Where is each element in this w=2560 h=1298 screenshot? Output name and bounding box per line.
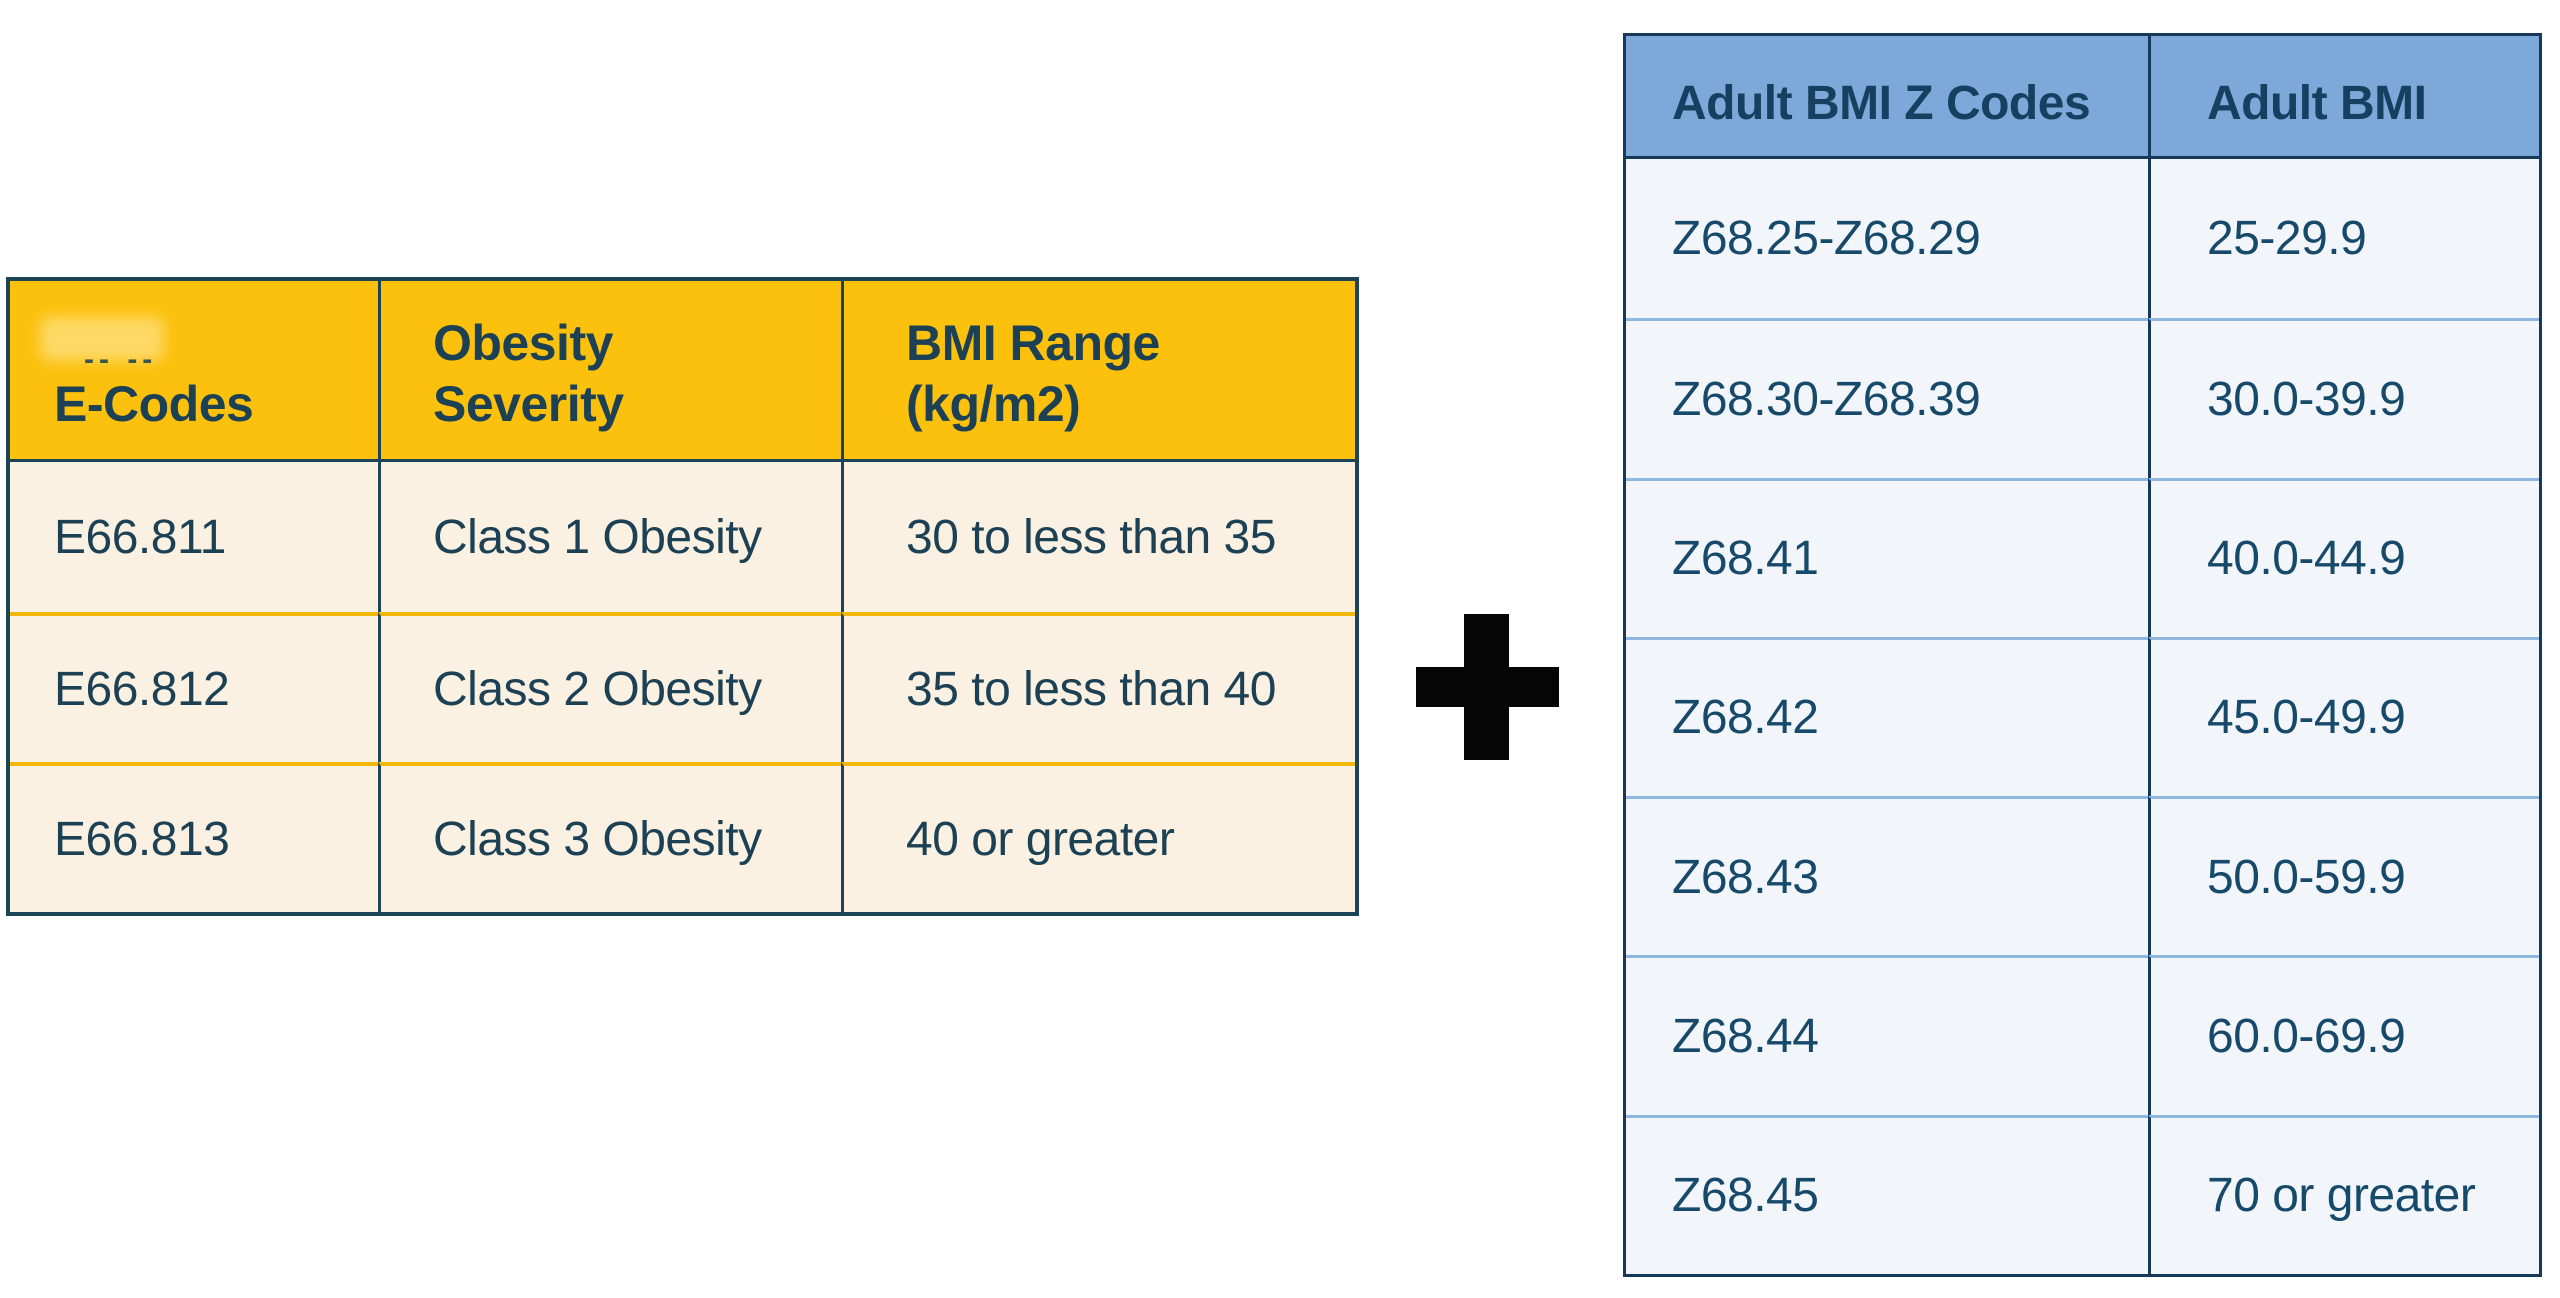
table-cell-bmi: 60.0-69.9 [2148, 955, 2539, 1115]
table-cell-bmi: 25-29.9 [2148, 159, 2539, 319]
table-cell-ecode: E66.812 [10, 612, 378, 762]
table-cell-zcode: Z68.30-Z68.39 [1626, 318, 2148, 477]
zcodes-header-adult-bmi: Adult BMI [2148, 36, 2539, 159]
table-cell-ecode: E66.813 [10, 762, 378, 912]
table-cell-zcode: Z68.43 [1626, 796, 2148, 955]
plus-icon-horizontal-bar [1416, 667, 1559, 707]
zcodes-header-zcodes: Adult BMI Z Codes [1626, 36, 2148, 159]
table-cell-zcode: Z68.42 [1626, 636, 2148, 796]
table-cell-severity: Class 3 Obesity [378, 762, 841, 912]
table-cell-severity: Class 2 Obesity [378, 612, 841, 762]
column-header-label: Severity [433, 376, 624, 432]
column-header-label: BMI Range [906, 315, 1160, 371]
column-header-label: Obesity [433, 315, 613, 371]
column-header-label: E-Codes [54, 376, 254, 432]
table-cell-zcode: Z68.45 [1626, 1114, 2148, 1274]
erased-text-dashes: -- -- [84, 343, 158, 376]
column-header-label: (kg/m2) [906, 376, 1081, 432]
table-cell-bmi: 40.0-44.9 [2148, 477, 2539, 637]
table-cell-ecode: E66.811 [54, 510, 226, 564]
table-cell-bmi: 50.0-59.9 [2148, 796, 2539, 956]
table-cell-bmi: 45.0-49.9 [2148, 636, 2539, 797]
table-cell-bmi: 70 or greater [2148, 1114, 2539, 1274]
table-cell-zcode: Z68.44 [1626, 955, 2148, 1114]
table-cell-bmi-range: 35 to less than 40 [841, 612, 1355, 762]
table-cell-zcode: Z68.41 [1626, 477, 2148, 637]
plus-icon [1416, 614, 1559, 760]
table-cell-severity: Class 1 Obesity [378, 462, 841, 612]
ecodes-table: -- -- E-Codes Obesity Severity BMI Range… [6, 277, 1359, 916]
ecodes-header-severity: Obesity Severity [378, 281, 841, 462]
table-cell-bmi-range: 30 to less than 35 [841, 462, 1355, 612]
table-cell-bmi: 30.0-39.9 [2148, 318, 2539, 478]
ecodes-header-bmi-range: BMI Range (kg/m2) [841, 281, 1355, 462]
table-cell-zcode: Z68.25-Z68.29 [1672, 212, 1981, 266]
zcodes-table: Adult BMI Z Codes Adult BMI Z68.25-Z68.2… [1623, 33, 2542, 1277]
erased-text-smudge [40, 317, 164, 361]
table-cell-bmi-range: 40 or greater [841, 762, 1355, 912]
ecodes-header-ecodes: -- -- E-Codes [10, 281, 378, 462]
